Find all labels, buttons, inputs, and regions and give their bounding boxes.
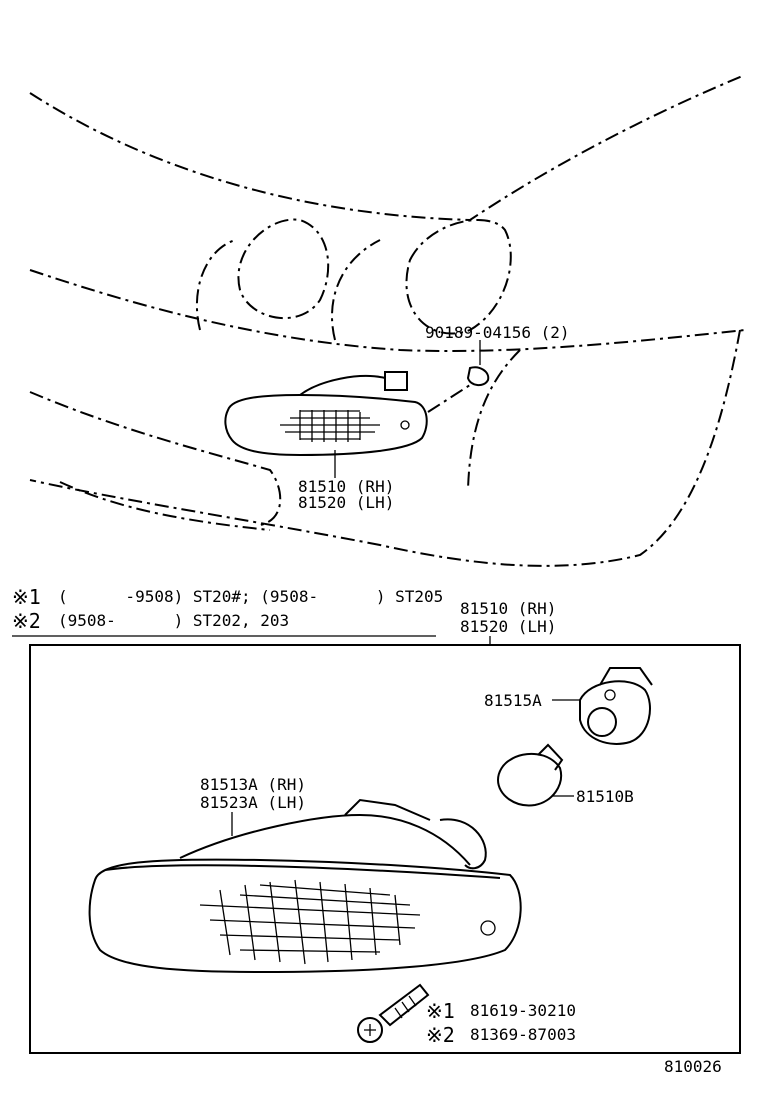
side-lamp-small — [224, 340, 490, 478]
note1-text: ( -9508) ST20#; (9508- ) ST205 — [58, 587, 443, 606]
screw-p1-number: 81619-30210 — [470, 1001, 576, 1020]
socket-part — [579, 667, 653, 745]
callout-socket: 81515A — [484, 691, 542, 710]
note2-mark: ※2 — [12, 609, 41, 633]
detail-box — [29, 644, 741, 1054]
callout-lamp-rh: 81510 (RH) — [298, 477, 394, 496]
callout-assy-rh: 81510 (RH) — [460, 599, 556, 618]
callout-lens-lh: 81523A (LH) — [200, 793, 306, 812]
callout-clip: 90189-04156 (2) — [425, 323, 570, 342]
callout-bulb: 81510B — [576, 787, 634, 806]
diagram-id: 810026 — [664, 1057, 722, 1076]
screw-part — [357, 983, 430, 1043]
bulb-part — [496, 743, 564, 807]
screw-p2-number: 81369-87003 — [470, 1025, 576, 1044]
vehicle-outline — [29, 74, 746, 567]
callout-lens-rh: 81513A (RH) — [200, 775, 306, 794]
screw-p1-mark: ※1 — [426, 999, 455, 1023]
note1-mark: ※1 — [12, 585, 41, 609]
callout-assy-lh: 81520 (LH) — [460, 617, 556, 636]
screw-p2-mark: ※2 — [426, 1023, 455, 1047]
lens-part — [88, 798, 522, 974]
callout-lamp-lh: 81520 (LH) — [298, 493, 394, 512]
note2-text: (9508- ) ST202, 203 — [58, 611, 289, 630]
